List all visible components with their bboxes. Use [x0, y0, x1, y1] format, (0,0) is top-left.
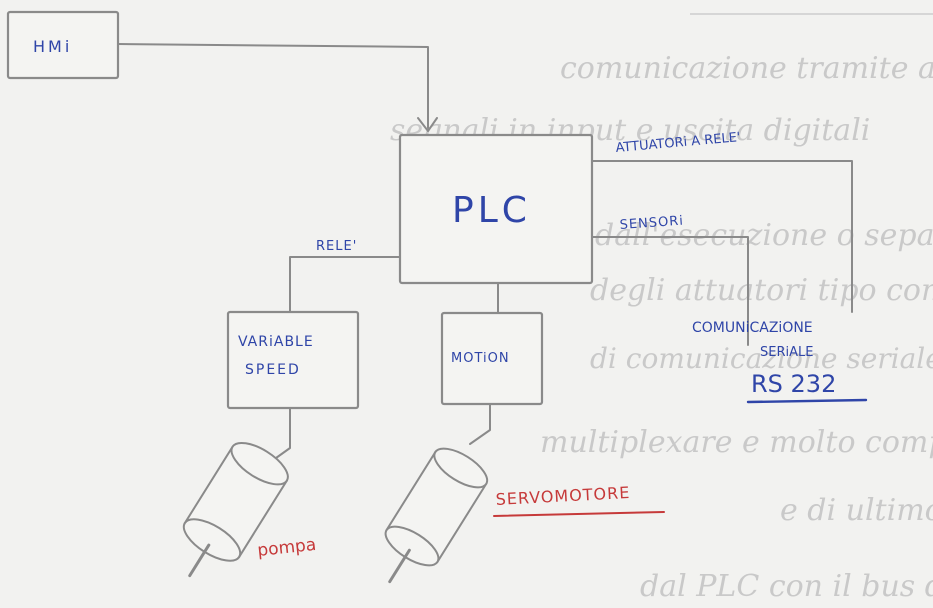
- bg-line-7: e di ultimo possibilita di fare: [780, 493, 933, 528]
- rele-line: [290, 257, 400, 312]
- pompa-motor: [163, 435, 295, 593]
- variable-speed-label-line1: VARiABLE: [238, 334, 314, 350]
- hmi-label: HMi: [33, 37, 72, 56]
- plc-label: PLC: [452, 190, 531, 231]
- bg-line-6: multiplexare e molto complesso: [540, 425, 933, 460]
- variable-speed-label-line2: SPEED: [245, 362, 301, 378]
- servomotore-label: SERVOMOTORE: [495, 483, 631, 509]
- motion-to-servo-line: [470, 404, 490, 444]
- rele-label: RELE': [316, 239, 357, 254]
- bg-line-4: degli attuatori tipo comunicazioni: [590, 273, 933, 308]
- rs232-underline: [748, 400, 866, 402]
- servomotore-underline: [494, 512, 664, 516]
- hmi-to-plc-line: [118, 44, 428, 128]
- servomotor: [364, 441, 493, 597]
- bg-line-8: dal PLC con il bus di comunicazione: [640, 569, 933, 604]
- node-variable-speed: VARiABLE SPEED: [228, 312, 358, 408]
- comm-label-line2: SERiALE: [760, 345, 813, 360]
- node-plc: PLC: [400, 135, 592, 283]
- node-motion: MOTiON: [442, 313, 542, 404]
- bg-line-1: comunicazione tramite anche: [560, 51, 933, 86]
- motion-label: MOTiON: [451, 351, 510, 366]
- rs232-label: RS 232: [751, 370, 836, 398]
- node-hmi: HMi: [8, 12, 118, 78]
- comm-label-line1: COMUNiCAZiONE: [692, 320, 813, 336]
- pompa-label: pompa: [256, 535, 317, 561]
